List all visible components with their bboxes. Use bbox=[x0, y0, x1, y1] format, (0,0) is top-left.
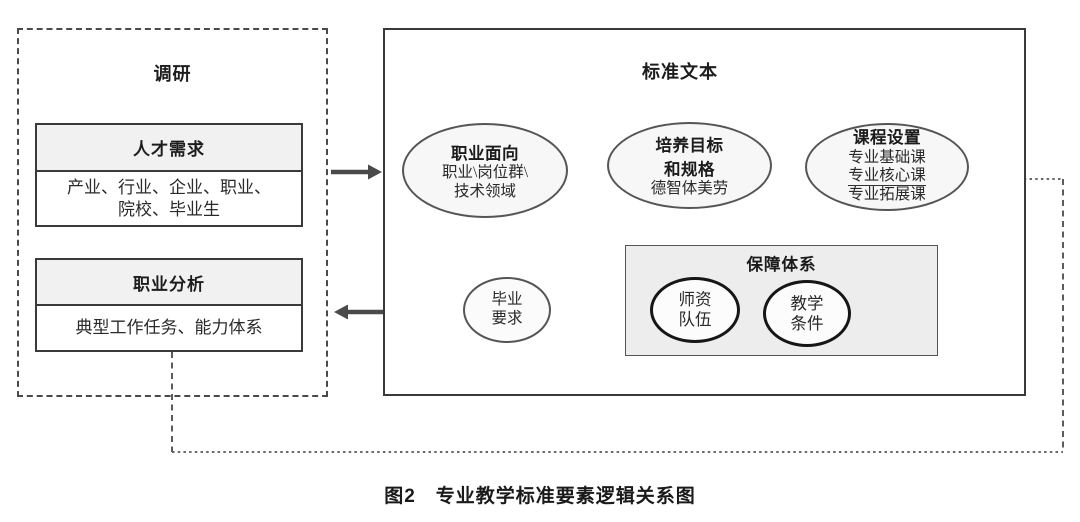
curriculum-title: 课程设置 bbox=[853, 129, 921, 148]
career-orientation-title: 职业面向 bbox=[451, 144, 519, 163]
talent-demand-header: 人才需求 bbox=[37, 125, 301, 172]
curriculum-line1: 专业基础课 bbox=[848, 148, 926, 166]
training-goal-title-line2: 和规格 bbox=[664, 161, 715, 180]
teaching-condition-ellipse: 教学 条件 bbox=[763, 280, 851, 347]
figure-caption: 图2 专业教学标准要素逻辑关系图 bbox=[384, 486, 696, 507]
talent-demand-box: 人才需求 产业、行业、企业、职业、 院校、毕业生 bbox=[35, 123, 303, 227]
job-analysis-header: 职业分析 bbox=[37, 260, 301, 306]
talent-demand-body-line1: 产业、行业、企业、职业、 bbox=[67, 178, 271, 198]
job-analysis-box: 职业分析 典型工作任务、能力体系 bbox=[35, 258, 303, 352]
career-orientation-line2: 技术领域 bbox=[453, 182, 516, 200]
research-panel-title: 调研 bbox=[153, 64, 192, 84]
support-system-title: 保障体系 bbox=[746, 256, 817, 274]
teacher-team-ellipse: 师资 队伍 bbox=[650, 277, 740, 343]
job-analysis-body-line: 典型工作任务、能力体系 bbox=[75, 318, 263, 338]
curriculum-line2: 专业核心课 bbox=[848, 167, 926, 187]
curriculum-ellipse: 课程设置 专业基础课 专业核心课 专业拓展课 bbox=[805, 123, 969, 211]
arrow-research-to-standard bbox=[331, 164, 382, 180]
teaching-condition-line1: 教学 bbox=[790, 293, 824, 313]
graduation-line2: 要求 bbox=[491, 310, 523, 327]
teacher-team-line1: 师资 bbox=[678, 290, 712, 310]
teaching-condition-line2: 条件 bbox=[790, 313, 824, 333]
research-panel bbox=[17, 28, 328, 397]
talent-demand-body-line2: 院校、毕业生 bbox=[118, 199, 220, 219]
talent-demand-body: 产业、行业、企业、职业、 院校、毕业生 bbox=[37, 172, 301, 225]
job-analysis-body: 典型工作任务、能力体系 bbox=[37, 306, 301, 350]
graduation-requirements-ellipse: 毕业 要求 bbox=[463, 277, 551, 343]
training-goal-ellipse: 培养目标 和规格 德智体美劳 bbox=[607, 122, 772, 209]
training-goal-title-line1: 培养目标 bbox=[655, 137, 724, 156]
graduation-line1: 毕业 bbox=[491, 291, 523, 309]
teacher-team-line2: 队伍 bbox=[678, 310, 712, 329]
training-goal-subtitle: 德智体美劳 bbox=[650, 180, 729, 198]
curriculum-line3: 专业拓展课 bbox=[848, 186, 926, 204]
standard-panel-title: 标准文本 bbox=[642, 62, 718, 82]
career-orientation-line1: 职业\岗位群\ bbox=[441, 163, 529, 181]
career-orientation-ellipse: 职业面向 职业\岗位群\ 技术领域 bbox=[402, 123, 568, 218]
